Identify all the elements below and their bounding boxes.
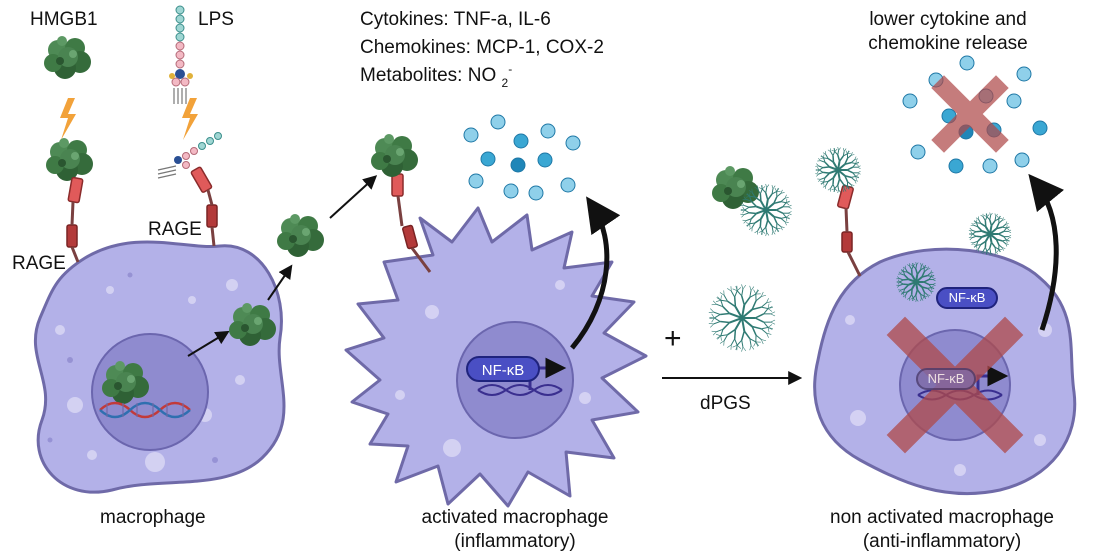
nfkb-badge-inhibited: NF-κB — [916, 368, 976, 390]
metabolites-text: Metabolites: NO — [360, 65, 497, 86]
lps-molecule-icon — [157, 132, 222, 179]
rage-receptor-icon — [66, 176, 84, 263]
rage-receptor-icon — [190, 166, 218, 247]
cross-mark-icon — [931, 75, 1009, 153]
cytokines-label: Cytokines: TNF-a, IL-6 — [360, 9, 551, 30]
nonactivated-line1: non activated macrophage — [830, 507, 1054, 528]
dpgs-dendrimer-icon — [968, 212, 1012, 256]
nfkb-badge-active: NF-κB — [466, 356, 540, 382]
hmgb1-protein-icon — [46, 138, 93, 181]
lps-label: LPS — [198, 9, 234, 30]
plus-sign: + — [664, 322, 682, 355]
dpgs-dendrimer-icon — [815, 146, 861, 194]
dna-helix-icon — [99, 401, 191, 419]
hmgb1-binding-arrow — [329, 175, 378, 219]
activated-line1: activated macrophage — [421, 507, 609, 528]
cytokine-molecule-icons — [463, 114, 581, 201]
metabolites-label: Metabolites: NO 2- — [360, 62, 513, 90]
rage-label-mid: RAGE — [148, 219, 202, 240]
chemokines-label: Chemokines: MCP-1, COX-2 — [360, 37, 604, 58]
lightning-bolt-icon — [182, 98, 198, 140]
hmgb1-protein-icon — [277, 214, 324, 257]
hmgb1-release-arrow — [267, 264, 293, 301]
lower-release-line1: lower cytokine and — [869, 9, 1027, 30]
hmgb1-label: HMGB1 — [30, 9, 98, 30]
lps-molecule-icon — [169, 5, 193, 104]
dpgs-label: dPGS — [700, 393, 751, 414]
release-curve-arrow — [1028, 173, 1065, 331]
dna-helix-icon — [477, 384, 563, 396]
macrophage-label: macrophage — [100, 507, 206, 528]
non-activated-macrophage-label: non activated macrophage (anti-inflammat… — [788, 506, 1096, 554]
hmgb1-protein-icon — [44, 36, 91, 79]
activated-macrophage-label: activated macrophage (inflammatory) — [380, 506, 650, 554]
metabolites-superscript: - — [508, 62, 513, 76]
lightning-bolt-icon — [60, 98, 76, 140]
release-curve-arrow — [570, 196, 621, 350]
hmgb1-release-arrow — [187, 330, 230, 357]
rage-receptor-icon — [391, 173, 432, 273]
rage-label-left: RAGE — [12, 253, 66, 274]
dpgs-dendrimer-icon — [740, 183, 792, 237]
dpgs-dendrimer-icon — [896, 262, 936, 302]
activated-line2: (inflammatory) — [454, 531, 576, 552]
rage-receptor-icon — [837, 184, 862, 277]
hmgb1-protein-icon — [371, 134, 418, 177]
lower-release-line2: chemokine release — [868, 33, 1028, 54]
lower-release-label: lower cytokine and chemokine release — [836, 8, 1060, 56]
dpgs-dendrimer-icon — [708, 284, 776, 352]
metabolites-subscript: 2 — [501, 76, 509, 90]
nonactivated-line2: (anti-inflammatory) — [862, 531, 1022, 552]
nfkb-badge-bound: NF-κB — [936, 287, 998, 309]
